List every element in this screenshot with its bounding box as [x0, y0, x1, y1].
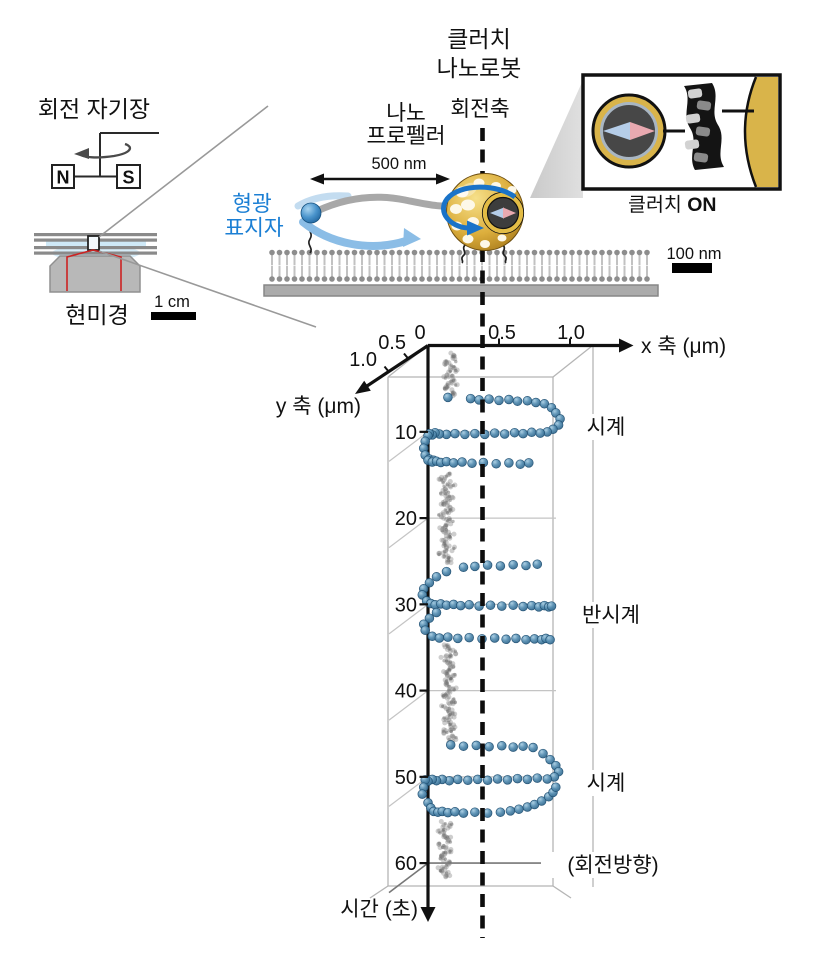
magnify-cone: [530, 80, 583, 198]
nm-scalebar-label: 100 nm: [666, 245, 721, 263]
nm-scalebar: [672, 263, 712, 273]
magnet-south-box: [116, 164, 141, 189]
inset-caption-text: 클러치: [628, 194, 687, 216]
x-tick-05: 0.5: [488, 322, 516, 344]
y-axis-label: y 축 (μm): [276, 395, 361, 418]
zipper-tooth: [696, 100, 712, 111]
shell-wall-band: [745, 77, 778, 187]
motion-streak: [294, 192, 352, 210]
annotation-bg: [566, 602, 656, 628]
zipper-tooth: [687, 88, 703, 99]
annotation-clockwise-1: 시계: [587, 416, 626, 439]
clutch-nanorobot: [441, 173, 525, 251]
inset-caption-state: ON: [687, 194, 716, 216]
trajectory-points: [417, 350, 565, 880]
microscope-illustration: 현미경 1 cm: [34, 233, 196, 328]
time-tick-label: 20: [395, 508, 417, 530]
y-axis-arrow: [355, 380, 371, 394]
rotation-axis-label: 회전축: [450, 97, 509, 121]
cm-scalebar: [151, 312, 196, 320]
time-axis-label: 시간 (초): [340, 898, 418, 921]
microscope-label: 현미경: [65, 302, 128, 328]
objective-lens-body: [49, 255, 141, 293]
propeller-label-line2: 프로펠러: [366, 124, 445, 148]
nano-propeller-rod: [313, 193, 465, 215]
plot-gridlines: [388, 431, 556, 894]
fluorescent-marker-sphere: [300, 202, 322, 224]
robot-tether-right: [501, 243, 507, 264]
time-tick-label: 50: [395, 767, 417, 789]
needle-right: [503, 207, 516, 219]
x-tick-10: 1.0: [557, 322, 585, 344]
substrate-bar: [263, 284, 659, 297]
magnet-south-label: S: [122, 168, 134, 188]
robot-rotation-arrow-arc: [441, 184, 517, 231]
rotation-arrow-head: [74, 148, 89, 159]
zipper-tooth: [684, 139, 700, 150]
zipper-tooth: [685, 113, 701, 124]
y-tick-mark: [383, 365, 390, 373]
slide-bar: [34, 233, 157, 237]
y-tick-10: 1.0: [349, 349, 377, 371]
time-tick-label: 40: [395, 681, 417, 703]
window-ring: [482, 192, 524, 234]
magnet-north-label: N: [57, 168, 70, 188]
annotation-bg: [548, 852, 680, 878]
magnification-lines: [98, 105, 317, 328]
robot-label-line1: 클러치: [447, 26, 510, 52]
time-tick-label: 30: [395, 594, 417, 616]
sweep-arrow-head: [403, 228, 421, 247]
magnet-north-box: [51, 164, 75, 189]
x-axis-label: x 축 (μm): [641, 335, 726, 358]
compass-needle-right: [630, 122, 655, 140]
annotation-rotation-direction: (회전방향): [567, 854, 658, 877]
marker-label-line2: 표지자: [224, 216, 284, 240]
sweep-arrow-arc: [299, 218, 410, 250]
trajectory-plot: 0 0.5 1.0 0.5 1.0 x 축 (μm) y 축 (μm) 시간 (…: [276, 322, 726, 922]
propeller-length-label: 500 nm: [371, 155, 426, 173]
zipper-tooth: [693, 152, 709, 163]
robot-tether-left: [461, 243, 467, 264]
y-tick-mark: [403, 352, 410, 360]
length-arrow-left-head: [310, 173, 324, 185]
y-axis-line: [366, 344, 429, 388]
x-axis-arrow: [619, 338, 634, 353]
magnetic-field-panel: 회전 자기장 N S: [38, 96, 159, 189]
robot-rotation-arrow-head: [467, 220, 484, 236]
length-arrow-right-head: [436, 173, 450, 185]
slide-bar: [34, 251, 157, 255]
needle-left: [490, 207, 504, 219]
inset-caption: 클러치 ON: [628, 194, 717, 216]
shell-wall-edge: [743, 76, 758, 188]
annotation-clockwise-2: 시계: [587, 772, 626, 795]
sample-region-box: [87, 235, 100, 251]
propeller-label-line1: 나노: [386, 101, 426, 125]
zoom-line-upper: [98, 105, 269, 238]
annotation-bg: [576, 414, 636, 440]
zoom-line-lower: [98, 250, 317, 328]
light-path-left: [66, 249, 94, 291]
time-tick-label: 10: [395, 422, 417, 444]
x-tick-0: 0: [414, 322, 425, 344]
time-axis-arrow: [420, 907, 436, 922]
cm-scalebar-label: 1 cm: [154, 293, 190, 311]
robot-label-line2: 나노로봇: [437, 55, 522, 81]
nanorobot-illustration: 클러치 나노로봇 회전축 나노 프로펠러 500 nm 형광 표지자 100 n…: [224, 26, 722, 297]
clutch-inset: 클러치 ON: [530, 73, 782, 216]
annotation-counterclockwise: 반시계: [582, 604, 640, 627]
compass-needle-left: [603, 122, 630, 140]
annotation-bg: [576, 770, 636, 796]
y-tick-05: 0.5: [378, 332, 406, 354]
lipid-membrane: [269, 249, 650, 282]
time-tick-label: 60: [395, 853, 417, 875]
dna-clutch-zipper: [684, 83, 754, 170]
marker-label-line1: 형광: [232, 192, 272, 216]
zipper-tooth: [695, 126, 711, 137]
rotating-field-label: 회전 자기장: [38, 96, 150, 122]
